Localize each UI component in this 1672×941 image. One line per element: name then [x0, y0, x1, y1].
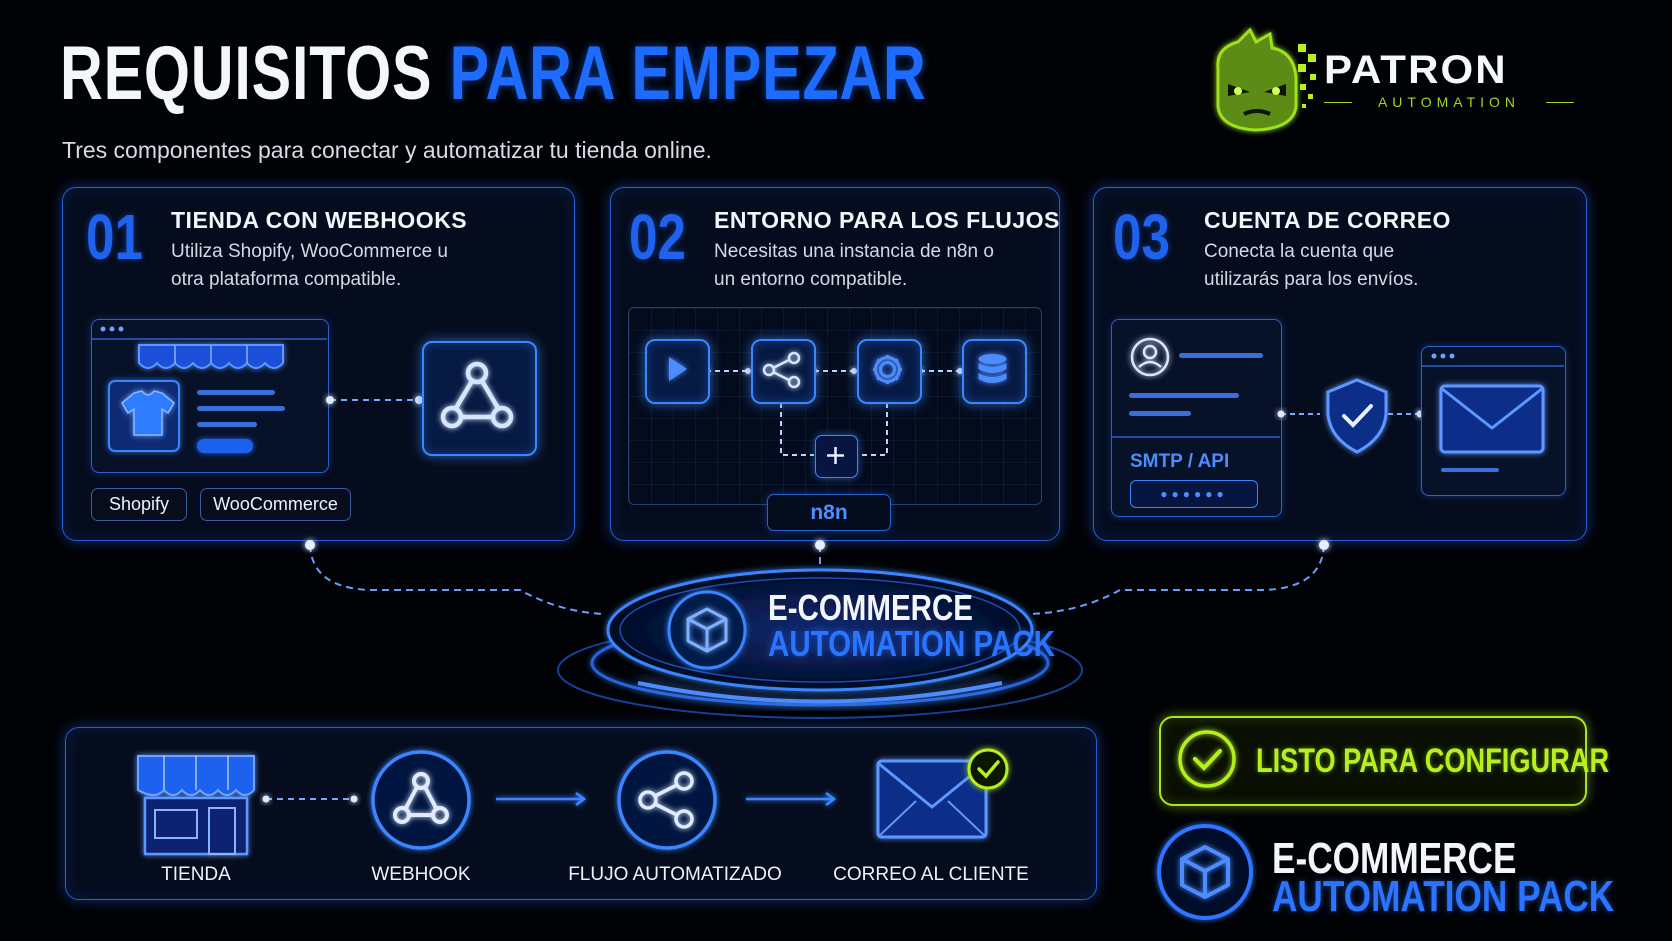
webhook-icon: [440, 361, 514, 429]
logo-tagline: AUTOMATION: [1324, 94, 1574, 110]
webhook-tile: [422, 341, 537, 456]
envelope-icon: [1421, 353, 1564, 472]
ready-status-badge[interactable]: [1159, 716, 1587, 806]
brand-logo: [1198, 27, 1578, 132]
play-icon: [669, 357, 687, 381]
flow-label-flujo: FLUJO AUTOMATIZADO: [568, 864, 782, 885]
password-field[interactable]: ●●●●●●: [1130, 480, 1258, 508]
shield-check-icon: [1326, 378, 1388, 454]
ready-status-label: LISTO PARA CONFIGURAR: [1256, 742, 1610, 780]
webhook-icon: [371, 750, 471, 850]
card-2-description: Necesitas una instancia de n8n o un ento…: [714, 241, 994, 290]
cube-icon: [1157, 824, 1253, 920]
card-3-description: Conecta la cuenta que utilizarás para lo…: [1204, 241, 1419, 290]
page-subtitle: Tres componentes para conectar y automat…: [62, 137, 712, 163]
cube-icon: [667, 590, 747, 670]
node-settings[interactable]: [857, 339, 922, 404]
hub-title-line1: E-COMMERCE: [768, 587, 973, 628]
user-icon: [1130, 337, 1170, 377]
tshirt-icon: [121, 390, 175, 436]
page-title: REQUISITOS PARA EMPEZAR: [60, 36, 927, 112]
connector-panel-shield: [1277, 410, 1320, 418]
flow-label-webhook: WEBHOOK: [371, 864, 471, 885]
smtp-api-label: SMTP / API: [1130, 451, 1230, 472]
card-1-title: TIENDA CON WEBHOOKS: [171, 207, 468, 233]
share-nodes-icon: [617, 750, 717, 850]
flow-arrow-2: [746, 792, 837, 806]
connector-store-webhook: [326, 396, 423, 404]
plus-icon: [827, 447, 844, 464]
database-icon: [978, 354, 1007, 383]
flow-label-correo: CORREO AL CLIENTE: [833, 864, 1029, 885]
card-1-number: 01: [86, 201, 143, 273]
store-icon: [137, 755, 255, 856]
share-nodes-icon: [762, 351, 801, 389]
card-3-number: 03: [1113, 201, 1170, 273]
flow-label-tienda: TIENDA: [161, 864, 231, 885]
title-blue: PARA EMPEZAR: [449, 31, 927, 116]
tag-n8n: n8n: [767, 494, 891, 531]
check-circle-icon: [1178, 730, 1236, 788]
tag-woocommerce: WooCommerce: [200, 488, 351, 521]
flow-connector-1: [262, 795, 358, 803]
node-split[interactable]: [751, 339, 816, 404]
card-3-title: CUENTA DE CORREO: [1204, 207, 1451, 233]
brand-line1: E-COMMERCE: [1272, 834, 1517, 883]
hub-title-line2: AUTOMATION PACK: [768, 623, 1055, 664]
card-1-description: Utiliza Shopify, WooCommerce u otra plat…: [171, 241, 449, 290]
envelope-check-icon: [876, 748, 1009, 839]
flow-arrow-1: [496, 792, 587, 806]
card-2-number: 02: [629, 201, 686, 273]
mascot-head-icon: [1216, 27, 1316, 132]
account-panel-graphics: [1111, 337, 1280, 438]
logo-name: PATRON: [1324, 48, 1508, 92]
tag-shopify: Shopify: [91, 488, 187, 521]
gear-icon: [873, 355, 902, 384]
card-2-title: ENTORNO PARA LOS FLUJOS: [714, 207, 1060, 233]
title-white: REQUISITOS: [60, 31, 433, 116]
brand-line2: AUTOMATION PACK: [1272, 872, 1615, 921]
